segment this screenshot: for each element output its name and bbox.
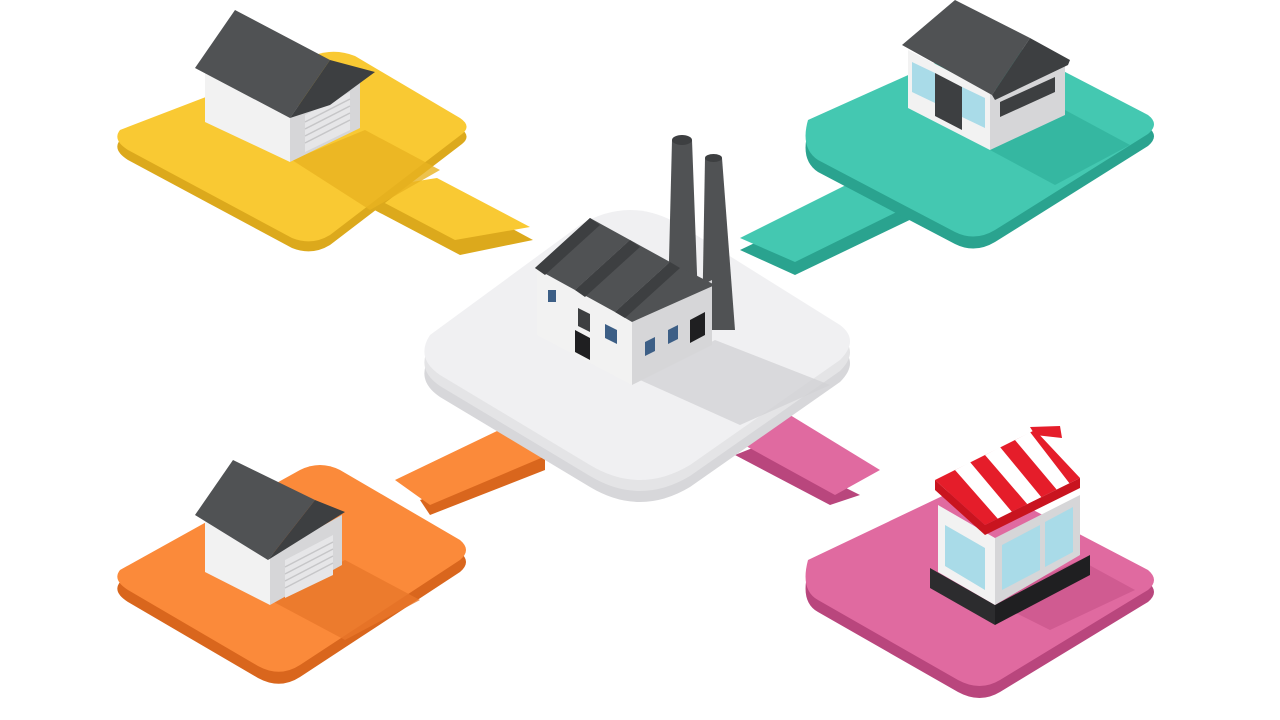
node-distribution-center-top-right <box>805 0 1154 249</box>
factory-icon <box>535 135 735 385</box>
hub-factory <box>424 135 850 502</box>
store-icon <box>930 426 1090 625</box>
connector-top-left <box>360 178 533 255</box>
warehouse-icon <box>195 460 345 605</box>
warehouse-icon <box>195 10 375 162</box>
node-retail-store-bottom-right <box>805 426 1154 698</box>
node-warehouse-top-left <box>117 10 467 252</box>
distribution-center-icon <box>902 0 1070 150</box>
connector-bottom-right <box>735 415 880 505</box>
node-warehouse-bottom-left <box>117 460 466 684</box>
